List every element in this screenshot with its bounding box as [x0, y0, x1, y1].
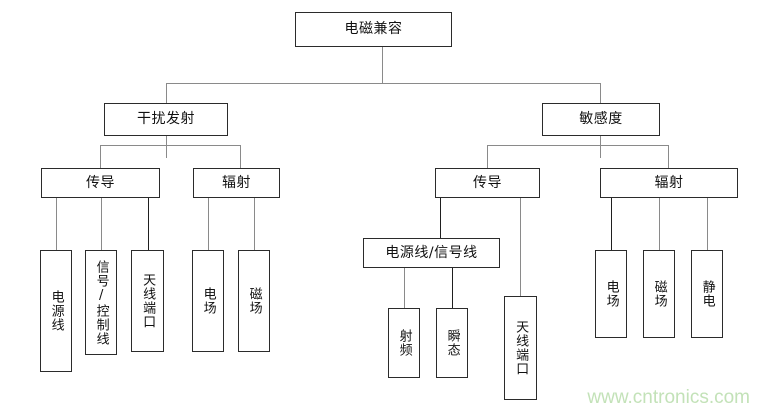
node-sus-radiated-magnetic-field[interactable]: 磁场: [643, 250, 675, 338]
connector-emi-cond-power: [56, 196, 57, 250]
node-emi-conducted-antenna-port[interactable]: 天线端口: [131, 250, 164, 352]
node-susceptibility-conducted[interactable]: 传导: [435, 168, 540, 198]
connector-emission-conducted-stem: [100, 145, 101, 168]
node-susceptibility[interactable]: 敏感度: [542, 103, 660, 136]
connector-emission-stem: [166, 83, 167, 103]
node-emi-radiated-electric-field[interactable]: 电场: [192, 250, 224, 352]
node-root[interactable]: 电磁兼容: [295, 12, 452, 47]
connector-emission-down: [166, 130, 167, 158]
connector-emi-rad-efield: [208, 196, 209, 250]
connector-level1-bus: [166, 83, 601, 84]
connector-sus-rad-esd: [707, 196, 708, 250]
connector-sus-rad-efield: [611, 196, 612, 250]
connector-sus-radiated-stem: [668, 145, 669, 168]
connector-emission-bus: [100, 145, 240, 146]
node-sus-conducted-power-signal-line[interactable]: 电源线/信号线: [363, 238, 500, 268]
connector-susceptibility-down: [600, 130, 601, 158]
connector-susceptibility-bus: [487, 145, 668, 146]
connector-sus-cond-antenna: [520, 196, 521, 296]
connector-sus-cond-lines: [440, 196, 441, 238]
connector-root-stem: [382, 47, 383, 83]
connector-susceptibility-stem: [600, 83, 601, 103]
connector-sus-rf: [404, 268, 405, 308]
node-emission-radiated[interactable]: 辐射: [193, 168, 280, 198]
connector-emi-rad-hfield: [254, 196, 255, 250]
node-sus-conducted-transient[interactable]: 瞬态: [436, 308, 468, 378]
node-sus-conducted-antenna-port[interactable]: 天线端口: [504, 296, 537, 400]
connector-emi-cond-signal: [101, 196, 102, 250]
connector-emi-cond-antenna: [148, 196, 149, 250]
node-sus-radiated-electric-field[interactable]: 电场: [595, 250, 627, 338]
connector-emission-radiated-stem: [240, 145, 241, 168]
node-susceptibility-radiated[interactable]: 辐射: [600, 168, 738, 198]
node-emi-conducted-signal-control-line[interactable]: 信号/控制线: [85, 250, 117, 355]
node-emi-conducted-power-line[interactable]: 电源线: [40, 250, 72, 372]
node-emission-conducted[interactable]: 传导: [41, 168, 160, 198]
connector-sus-transient: [452, 268, 453, 308]
node-sus-radiated-electrostatic[interactable]: 静电: [691, 250, 723, 338]
node-emi-radiated-magnetic-field[interactable]: 磁场: [238, 250, 270, 352]
connector-sus-rad-hfield: [659, 196, 660, 250]
node-emission[interactable]: 干扰发射: [104, 103, 228, 136]
node-sus-conducted-rf[interactable]: 射频: [388, 308, 420, 378]
site-watermark: www.cntronics.com: [587, 387, 750, 408]
connector-sus-conducted-stem: [487, 145, 488, 168]
